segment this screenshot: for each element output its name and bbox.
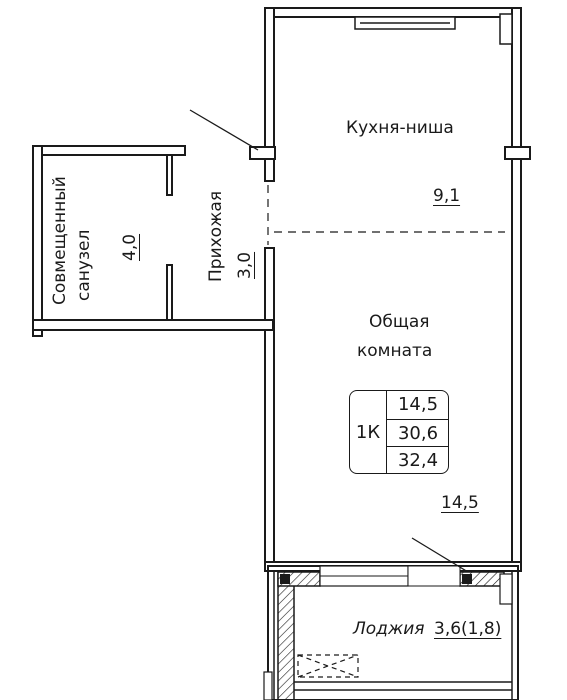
loggia-name: Лоджия xyxy=(353,619,425,639)
bathroom-name-line1: Совмещенный xyxy=(50,176,70,305)
bath-left-wall xyxy=(32,145,43,337)
kitchen-name: Кухня-ниша xyxy=(346,118,454,138)
apartment-type: 1К xyxy=(355,421,381,443)
right-wall xyxy=(511,7,522,571)
bathroom-area: 4,0 xyxy=(120,233,140,261)
hall-area: 3,0 xyxy=(235,251,255,279)
left-wall-lower xyxy=(264,247,275,571)
top-wall xyxy=(264,7,522,18)
kitchen-window xyxy=(354,16,456,30)
living-name-line1: Общая xyxy=(369,312,430,332)
summary-total-with-loggia: 32,4 xyxy=(387,446,449,474)
pointer-line-bottom xyxy=(411,537,469,573)
hall-name: Прихожая xyxy=(206,190,226,282)
bathroom-door-jambs xyxy=(166,154,173,321)
wall-columns xyxy=(249,146,531,182)
summary-living-area: 14,5 xyxy=(397,394,439,415)
loggia xyxy=(263,565,519,700)
zone-dividers xyxy=(267,185,505,245)
bathroom-walls xyxy=(32,145,274,337)
main-walls xyxy=(264,7,522,572)
pointer-line-top xyxy=(189,109,259,151)
kitchen-area: 9,1 xyxy=(433,186,461,206)
bath-bottom-wall xyxy=(32,319,274,331)
bathroom-name-line2: санузел xyxy=(74,229,94,301)
loggia-area: 3,6(1,8) xyxy=(434,619,502,639)
bath-top-wall xyxy=(32,145,186,156)
summary-total-area: 30,6 xyxy=(387,419,449,447)
living-name-line2: комната xyxy=(357,341,433,361)
living-area: 14,5 xyxy=(441,493,479,513)
area-summary-box: 1К 14,5 30,6 32,4 xyxy=(349,390,449,474)
summary-divider xyxy=(386,391,387,473)
right-window xyxy=(499,13,513,45)
left-wall-upper xyxy=(264,7,275,149)
